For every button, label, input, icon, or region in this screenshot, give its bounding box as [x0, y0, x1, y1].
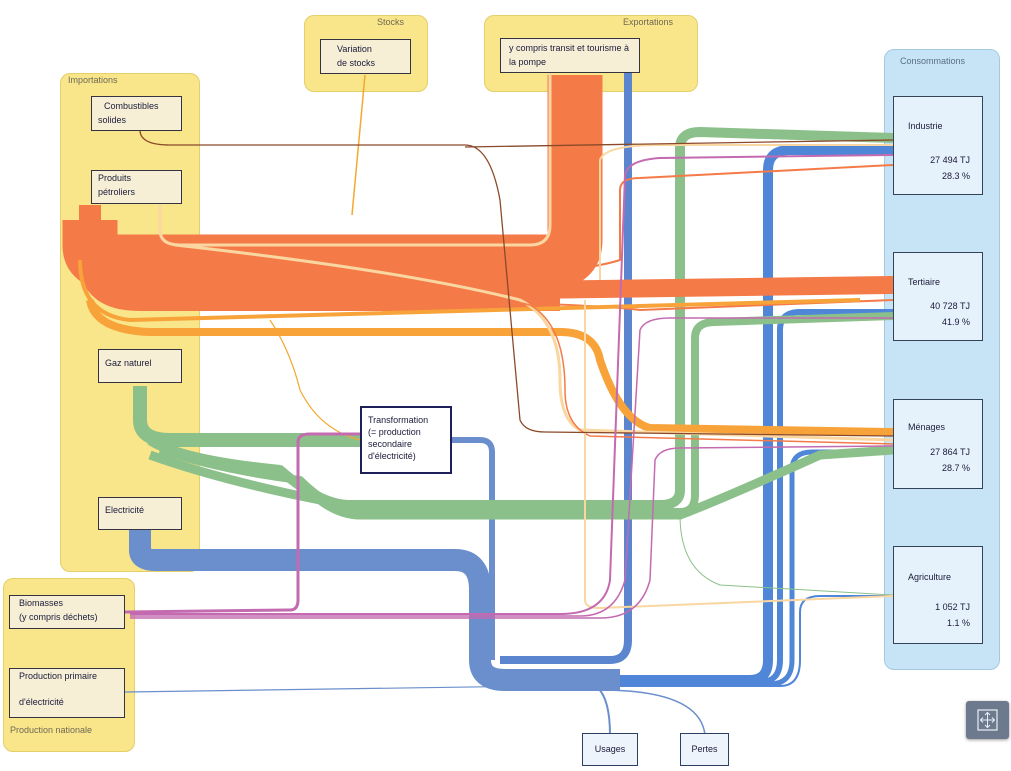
- consumer-agriculture-pct: 1.1 %: [946, 618, 970, 628]
- flow-electricite-industrie: [620, 145, 893, 685]
- node-gaz-naturel[interactable]: Gaz naturel: [98, 349, 182, 383]
- node-variation-stocks[interactable]: Variation de stocks: [320, 39, 411, 74]
- flow-combustibles-ind: [464, 139, 894, 148]
- consumer-agriculture-value: 1 052 TJ: [935, 602, 970, 612]
- consumer-industrie-pct: 28.3 %: [941, 171, 970, 181]
- node-transformation-line1: Transformation: [368, 415, 429, 425]
- consumer-industrie-label: Industrie: [908, 121, 943, 131]
- flow-production-primaire: [124, 685, 541, 693]
- node-biomasses-line2: (y compris déchets): [19, 612, 98, 622]
- group-title-exportations: Exportations: [623, 17, 674, 27]
- flow-petrole-export: [62, 75, 603, 290]
- node-biomasses-line1: Biomasses: [19, 598, 64, 608]
- node-production-line2: d'électricité: [19, 697, 64, 707]
- consumer-tertiaire-value: 40 728 TJ: [930, 301, 970, 311]
- node-exportations[interactable]: y compris transit et tourisme à la pompe: [500, 38, 640, 73]
- flow-petrole-tertiaire: [159, 276, 894, 304]
- node-electricite[interactable]: Electricité: [98, 497, 182, 530]
- flow-biomasse-ter: [130, 317, 893, 617]
- node-produits-petroliers[interactable]: Produits pétroliers: [91, 170, 182, 204]
- group-importations: Importations: [60, 73, 200, 572]
- group-title-consommations: Consommations: [900, 56, 966, 66]
- node-produits-line1: Produits: [98, 173, 132, 183]
- consumer-industrie-value: 27 494 TJ: [930, 155, 970, 165]
- node-gaz-label: Gaz naturel: [105, 358, 152, 368]
- node-electricite-label: Electricité: [105, 505, 145, 515]
- node-usages-label: Usages: [594, 744, 626, 754]
- node-pertes-label: Pertes: [691, 744, 718, 754]
- flow-petrole-pale-2: [174, 243, 894, 442]
- flow-biomasse-main: [124, 432, 362, 614]
- consumer-tertiaire-label: Tertiaire: [908, 277, 941, 287]
- flow-biomasse-men: [130, 445, 894, 619]
- flow-gaz-agri: [679, 514, 894, 596]
- flow-petrole-pale: [158, 70, 552, 247]
- consumer-tertiaire[interactable]: Tertiaire 40 728 TJ 41.9 %: [893, 252, 983, 341]
- flow-pertes: [599, 689, 706, 736]
- consumer-menages-pct: 28.7 %: [941, 463, 970, 473]
- node-variation-line1: Variation: [337, 44, 372, 54]
- group-title-production-nationale: Production nationale: [10, 725, 93, 735]
- flow-electricite-export: [500, 70, 632, 664]
- flow-electricite-menages: [620, 449, 893, 687]
- flow-petrole-light: [78, 259, 861, 322]
- flow-petrole-pale-4: [599, 144, 893, 280]
- node-combustibles-solides[interactable]: Combustibles solides: [91, 96, 182, 131]
- flow-stocks-2: [269, 319, 361, 441]
- node-transformation-line2: (= production: [368, 427, 421, 437]
- flow-gaz-main: [133, 386, 360, 447]
- flow-combustibles: [139, 129, 894, 437]
- flow-transformation-out: [452, 437, 495, 660]
- node-combustibles-line1: Combustibles: [104, 101, 159, 111]
- consumer-agriculture[interactable]: Agriculture 1 052 TJ 1.1 %: [893, 546, 983, 644]
- flow-electricite-agri: [620, 595, 893, 687]
- flow-gaz-tertiaire: [158, 312, 894, 516]
- consumer-tertiaire-pct: 41.9 %: [941, 317, 970, 327]
- flow-usages: [597, 687, 611, 736]
- flow-petrole-menages: [86, 299, 894, 436]
- node-produits-line2: pétroliers: [98, 187, 136, 197]
- flow-petrole-red-thin: [174, 249, 894, 445]
- node-transformation-line3: secondaire: [368, 439, 413, 449]
- node-production-primaire[interactable]: Production primaire d'électricité: [9, 668, 125, 718]
- node-transformation-line4: d'électricité): [368, 451, 416, 461]
- zoom-button[interactable]: [966, 701, 1009, 739]
- node-usages[interactable]: Usages: [582, 733, 638, 766]
- node-exportations-label: y compris transit et tourisme à la pompe: [509, 43, 630, 67]
- flow-petrole-pale-3: [584, 300, 894, 609]
- node-variation-line2: de stocks: [337, 58, 376, 68]
- expand-arrows-icon: [977, 709, 998, 731]
- node-biomasses[interactable]: Biomasses (y compris déchets): [9, 595, 125, 629]
- node-combustibles-line2: solides: [98, 115, 127, 125]
- group-title-stocks: Stocks: [377, 17, 405, 27]
- consumer-menages-label: Ménages: [908, 422, 946, 432]
- consumer-menages[interactable]: Ménages 27 864 TJ 28.7 %: [893, 399, 983, 489]
- node-production-line1: Production primaire: [19, 671, 98, 681]
- group-title-importations: Importations: [68, 75, 118, 85]
- flow-biomasse-ind: [130, 154, 894, 615]
- flow-electricite-import: [129, 530, 620, 691]
- node-pertes[interactable]: Pertes: [680, 733, 729, 766]
- node-transformation[interactable]: Transformation (= production secondaire …: [360, 406, 452, 474]
- flow-electricite-tertiaire: [620, 309, 893, 685]
- consumer-menages-value: 27 864 TJ: [930, 447, 970, 457]
- consumer-agriculture-label: Agriculture: [908, 572, 952, 582]
- flow-gaz-menages: [148, 445, 894, 520]
- consumer-industrie[interactable]: Industrie 27 494 TJ 28.3 %: [893, 96, 983, 195]
